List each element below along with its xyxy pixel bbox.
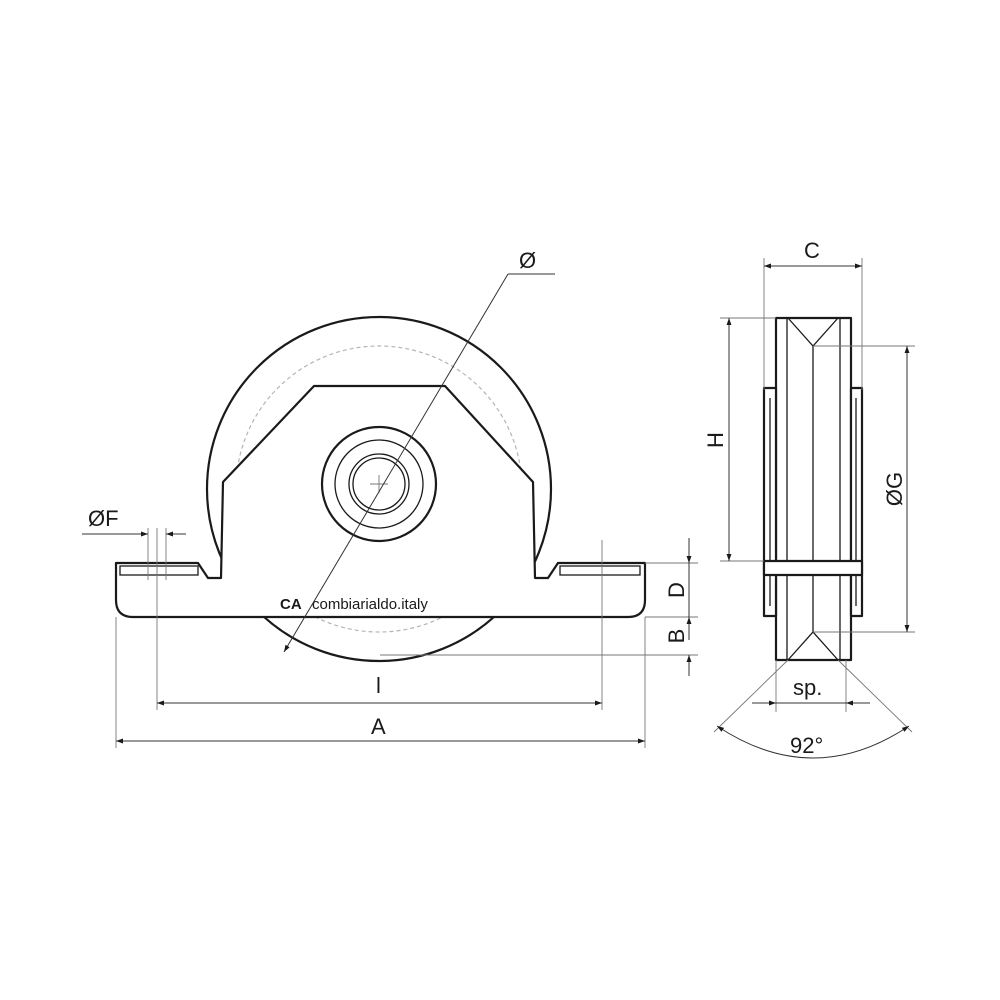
- base-thickness-label: D: [664, 582, 689, 598]
- thickness-label: sp.: [793, 675, 822, 700]
- wheel-protrusion-label: B: [664, 629, 689, 644]
- wheel-diameter-label: Ø: [519, 248, 536, 273]
- hub-inner: [334, 439, 424, 529]
- overall-length-label: A: [371, 714, 386, 739]
- angle-ext-left: [713, 659, 789, 733]
- angle-ext-right: [837, 659, 913, 733]
- diameter-leader-line: [283, 273, 509, 653]
- groove-angle-label: 92°: [790, 733, 823, 758]
- side-view: C H ØG sp. 92°: [703, 238, 915, 759]
- right-mount-slot: [559, 565, 641, 576]
- bearing-outer: [348, 453, 410, 515]
- front-view: CA combiarialdo.italy Ø ØF l A D B: [82, 248, 698, 748]
- brand-logo: CA combiarialdo.italy: [280, 596, 428, 613]
- side-base-plate: [762, 559, 864, 577]
- bearing-inner: [352, 457, 406, 511]
- height-label: H: [703, 432, 728, 448]
- left-mount-slot: [119, 565, 199, 576]
- groove-diameter-label: ØG: [882, 472, 907, 506]
- hole-spacing-label: l: [376, 673, 381, 698]
- angle-arc: [716, 725, 910, 759]
- logo-mark: CA: [280, 596, 302, 613]
- width-label: C: [804, 238, 820, 263]
- logo-text: combiarialdo.italy: [312, 596, 428, 613]
- hole-diameter-label: ØF: [88, 506, 119, 531]
